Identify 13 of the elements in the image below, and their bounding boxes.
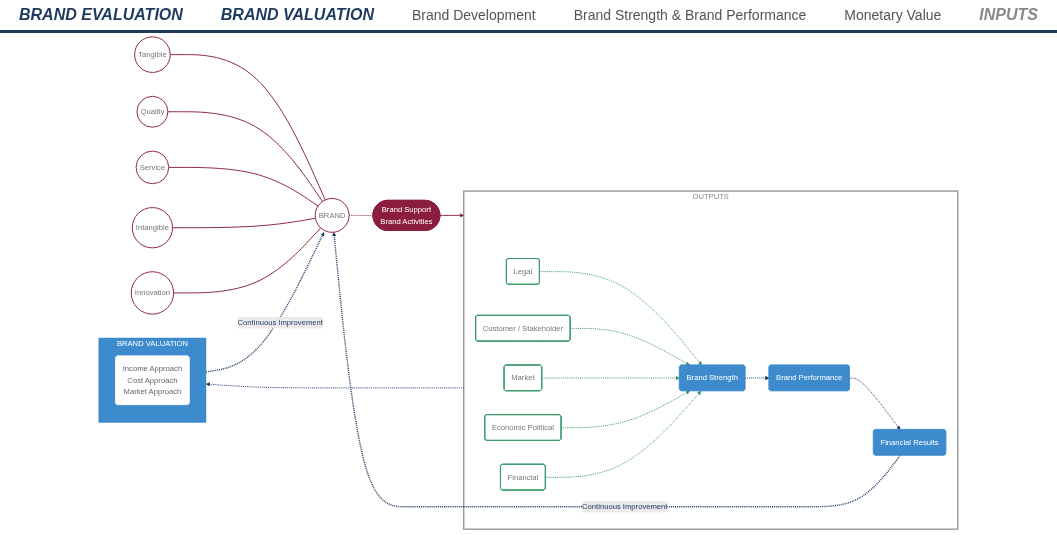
connector bbox=[168, 166, 319, 207]
connector bbox=[173, 227, 322, 294]
phase-label: Monetary Value bbox=[844, 7, 942, 23]
phase-label: Brand Development bbox=[411, 7, 536, 23]
connector bbox=[167, 111, 324, 202]
phase-label: Brand Strength & Brand Performance bbox=[573, 7, 807, 23]
arrow bbox=[205, 232, 325, 373]
connector bbox=[348, 214, 374, 217]
connector bbox=[172, 217, 317, 229]
section-heading: BRAND VALUATION bbox=[220, 6, 374, 24]
column-heading: INPUTS bbox=[979, 6, 1038, 24]
connector bbox=[169, 54, 326, 201]
section-heading: BRAND EVALUATION bbox=[19, 6, 183, 24]
